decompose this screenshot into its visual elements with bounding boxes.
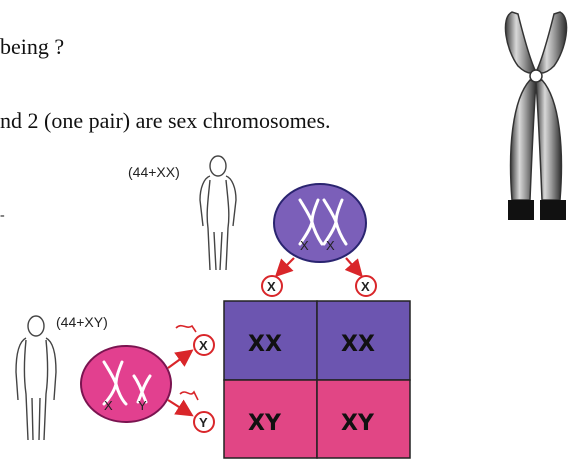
male-karyotype-label: (44+XY) bbox=[56, 314, 108, 330]
grid-cell-genotype: XX bbox=[248, 332, 282, 357]
stray-mark: - bbox=[0, 208, 5, 223]
male-gamete: X bbox=[193, 334, 215, 356]
male-cell: X Y bbox=[80, 345, 172, 423]
female-chromosome-label: X bbox=[300, 238, 309, 253]
female-figure-icon bbox=[199, 155, 237, 271]
sex-chromosome-text: nd 2 (one pair) are sex chromosomes. bbox=[0, 108, 331, 133]
grid-cell-genotype: XY bbox=[341, 411, 375, 436]
grid-cell-genotype: XY bbox=[248, 411, 282, 436]
svg-text:Y: Y bbox=[199, 415, 208, 430]
female-gamete: X bbox=[355, 275, 377, 297]
grid-cell-genotype: XX bbox=[341, 332, 375, 357]
female-cell: X X bbox=[273, 183, 367, 263]
svg-text:X: X bbox=[267, 279, 276, 294]
male-figure-icon bbox=[15, 315, 57, 441]
male-chromosome-label: X bbox=[104, 398, 113, 413]
punnett-grid: XX XX XY XY bbox=[223, 300, 411, 459]
svg-text:X: X bbox=[361, 279, 370, 294]
chromosome-illustration bbox=[504, 11, 568, 220]
question-text: being ? bbox=[0, 34, 65, 59]
svg-text:X: X bbox=[199, 338, 208, 353]
male-gamete: Y bbox=[193, 411, 215, 433]
female-gamete: X bbox=[261, 275, 283, 297]
male-chromosome-label: Y bbox=[138, 398, 147, 413]
female-karyotype-label: (44+XX) bbox=[128, 164, 180, 180]
female-chromosome-label: X bbox=[326, 238, 335, 253]
